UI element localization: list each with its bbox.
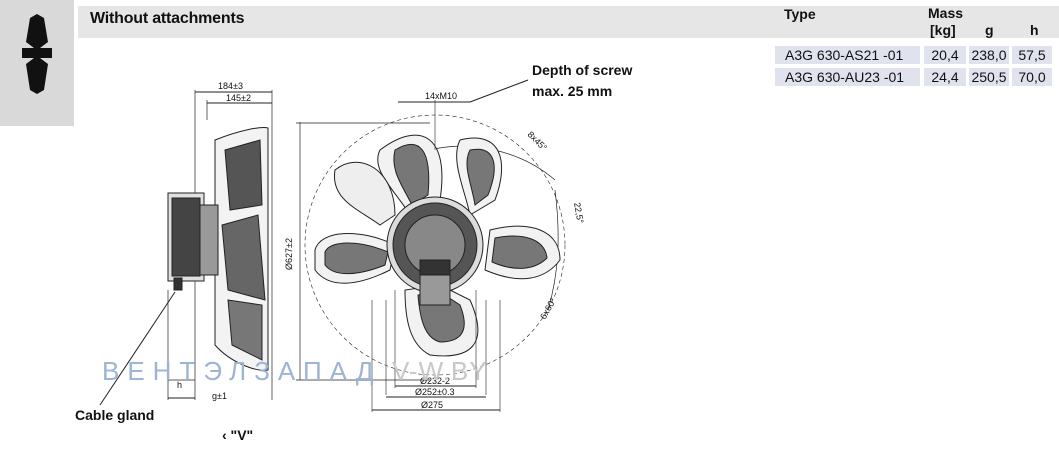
mass-header: Mass <box>928 5 964 21</box>
h-cell: 57,5 <box>1012 46 1052 64</box>
g-cell: 250,5 <box>969 68 1009 86</box>
type-header: Type <box>784 6 816 22</box>
section-title: Without attachments <box>90 10 245 27</box>
mass-unit-header: [kg] <box>930 22 956 38</box>
h-header: h <box>1030 22 1039 38</box>
watermark-brand: ВЕНТЭЛЗАПАД <box>102 356 382 386</box>
type-cell: A3G 630-AU23 -01 <box>775 68 920 86</box>
dim-thread: 14xM10 <box>425 91 457 101</box>
cable-gland-label: Cable gland <box>75 407 155 423</box>
dim-627: Ø627±2 <box>284 238 294 270</box>
side-tab <box>0 0 74 126</box>
dim-252: Ø252±0.3 <box>415 387 454 397</box>
front-view <box>296 79 566 412</box>
dim-h: h <box>177 380 182 390</box>
dim-6x60: 6x60° <box>538 296 558 321</box>
dim-8x45: 8x45° <box>526 129 550 153</box>
dim-22-5: 22,5° <box>572 202 586 225</box>
screw-depth-value: max. 25 mm <box>532 83 613 99</box>
dim-184: 184±3 <box>218 81 243 91</box>
mass-cell: 20,4 <box>924 46 966 64</box>
watermark-site: V-W.BY <box>392 356 488 386</box>
dim-g: g±1 <box>212 391 227 401</box>
dim-275: Ø275 <box>421 400 443 410</box>
fan-blade-icon <box>22 14 52 94</box>
type-cell: A3G 630-AS21 -01 <box>775 46 920 64</box>
header-band <box>78 6 1059 38</box>
g-cell: 238,0 <box>969 46 1009 64</box>
mass-cell: 24,4 <box>924 68 966 86</box>
screw-depth-label: Depth of screw <box>532 62 633 78</box>
dim-232: Ø232-2 <box>420 376 450 386</box>
view-v-label: ‹ "V" <box>222 427 254 443</box>
g-header: g <box>985 22 994 38</box>
dim-145: 145±2 <box>226 93 251 103</box>
side-view <box>99 90 273 406</box>
h-cell: 70,0 <box>1012 68 1052 86</box>
